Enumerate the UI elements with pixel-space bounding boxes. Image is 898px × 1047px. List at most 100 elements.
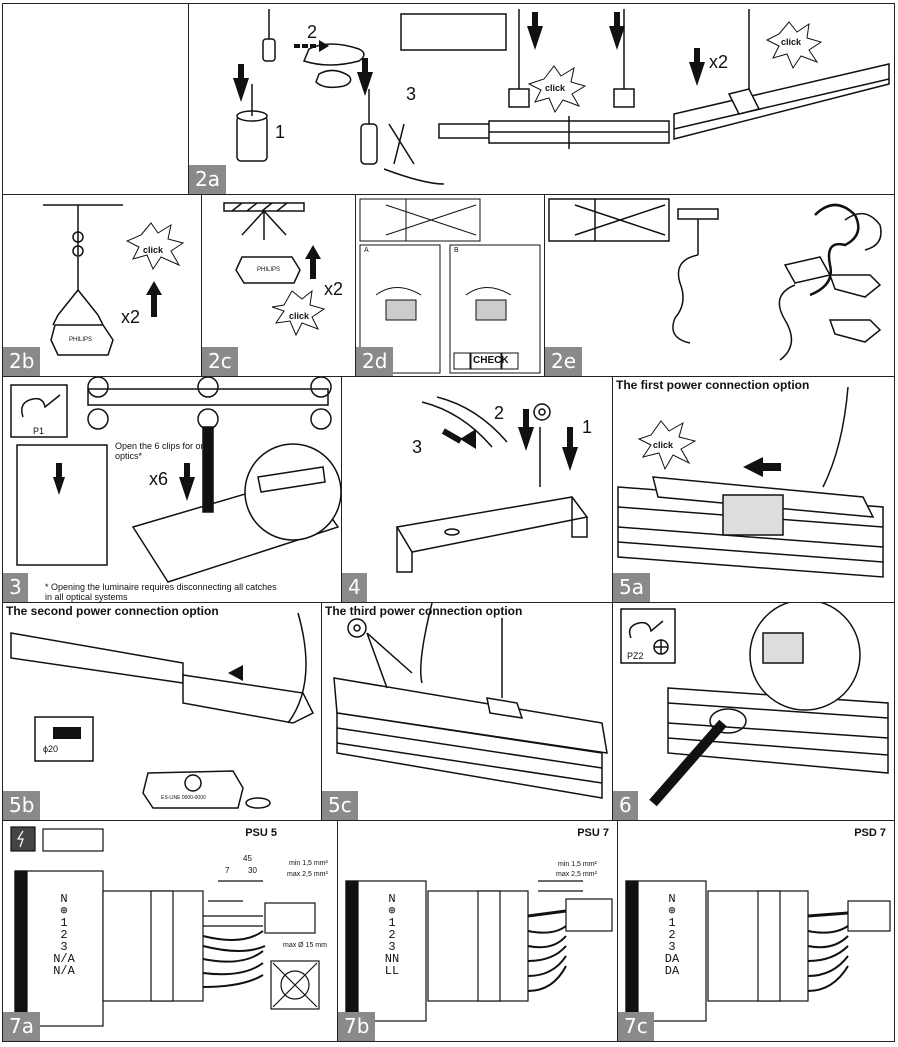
terminal-label: 2: [60, 928, 68, 942]
illustration-ceiling-mount: [223, 202, 326, 337]
illustration-first-connection: [617, 386, 884, 578]
panel-title: The first power connection option: [616, 378, 810, 392]
panel-4: 1 2 3 4: [341, 376, 613, 603]
step-label: 4: [342, 573, 367, 602]
panel-5c: The third power connection option 5c: [321, 602, 613, 821]
dim-strip: 7: [225, 866, 230, 875]
panel-2c: click x2 PHILIPS 2c: [201, 194, 356, 377]
x6-label: x6: [149, 469, 169, 489]
x2-label: x2: [121, 307, 141, 327]
step-label: 2b: [3, 347, 41, 376]
step-label: 2d: [356, 347, 394, 376]
illustration-chain-hook: [43, 204, 185, 356]
wiring-diagram-7a: [10, 826, 320, 1027]
wiring-diagram-7c: [625, 880, 891, 1022]
click-label: click: [545, 83, 566, 93]
terminal-label: N/A: [53, 952, 75, 966]
panel-2d: A B CHECK 2d: [355, 194, 545, 377]
step-label: 2a: [189, 165, 226, 194]
panel-7b: PSU 7 N ⊕ 1 2 3 NN LL min 1,5 mm² max 2,…: [337, 820, 618, 1042]
step-label: 5a: [613, 573, 650, 602]
terminal-label: DA: [664, 952, 680, 966]
terminal-label: 3: [60, 940, 68, 954]
dim-total: 45: [243, 854, 252, 863]
terminal-list: N ⊕ 1 2 3 N/A N/A: [29, 893, 99, 977]
drill-size: ϕ20: [43, 744, 59, 754]
panel-7c: PSD 7 N ⊕ 1 2 3 DA DA 7c: [617, 820, 895, 1042]
illustration-third-connection: [333, 603, 608, 799]
illustration-second-connection: [10, 612, 315, 809]
step-number-3: 3: [412, 437, 423, 457]
terminal-label: N: [668, 892, 676, 906]
step-label: 2c: [202, 347, 238, 376]
panel-title: The second power connection option: [6, 604, 219, 618]
illustration-cable-entry: [395, 396, 589, 573]
x2-label: x2: [324, 279, 344, 299]
click-label: click: [143, 245, 164, 255]
step-label: 2e: [545, 347, 583, 376]
step-label: 7b: [338, 1012, 376, 1041]
terminal-label: ⊕: [388, 904, 396, 918]
cable-max: max Ø 15 mm: [283, 942, 327, 949]
panel-blank: [2, 3, 189, 195]
terminal-label: N/A: [53, 964, 75, 978]
x2-label: x2: [709, 52, 729, 72]
illustration-suspension-connection: [233, 9, 890, 185]
terminal-label: 2: [388, 928, 396, 942]
panel-2a: 2 1 3 x2 click click 2a: [188, 3, 895, 195]
subfig-b-label: B: [454, 247, 459, 254]
step-label: 7a: [3, 1012, 40, 1041]
panel-5a: The first power connection option click …: [612, 376, 895, 603]
click-label: click: [781, 37, 802, 47]
illustration-fix-cover: [620, 603, 889, 807]
psd-label: PSD 7: [854, 827, 886, 839]
terminal-label: DA: [664, 964, 680, 978]
terminal-label: 2: [668, 928, 676, 942]
click-label: click: [289, 311, 310, 321]
illustration-s-hooks: [548, 198, 882, 361]
terminal-list: N ⊕ 1 2 3 DA DA: [640, 893, 704, 977]
housing-text: ES-LINE 0000-0000: [161, 795, 206, 801]
terminal-label: N: [388, 892, 396, 906]
panel-2e: 2e: [544, 194, 895, 377]
panel-3: P1 Open the 6 clips for one optics* x6 *…: [2, 376, 342, 603]
step-number-2: 2: [307, 22, 318, 42]
step-label: 6: [613, 791, 638, 820]
step-label: 3: [3, 573, 28, 602]
panel-title: The third power connection option: [325, 604, 523, 618]
psu-label: PSU 5: [245, 827, 277, 839]
step-label: 5c: [322, 791, 358, 820]
click-label: click: [653, 440, 674, 450]
step-label: 7c: [618, 1012, 654, 1041]
terminal-label: 3: [668, 940, 676, 954]
step-number-3: 3: [406, 84, 417, 104]
terminal-label: ⊕: [60, 904, 68, 918]
panel-2b: click x2 PHILIPS 2b: [2, 194, 202, 377]
terminal-label: NN: [384, 952, 400, 966]
step-label: 5b: [3, 791, 41, 820]
check-label: CHECK: [473, 355, 509, 366]
footnote: * Opening the luminaire requires disconn…: [45, 582, 277, 602]
subfig-a-label: A: [364, 247, 369, 254]
step-number-2: 2: [494, 403, 505, 423]
wire-max: max 2,5 mm²: [287, 871, 328, 878]
wire-min: min 1,5 mm²: [289, 860, 328, 867]
brand-label: PHILIPS: [69, 337, 93, 343]
panel-5b: The second power connection option ϕ20 E…: [2, 602, 322, 821]
step-number-1: 1: [275, 122, 286, 142]
step-number-1: 1: [582, 417, 593, 437]
brand-label: PHILIPS: [257, 267, 281, 273]
terminal-label: 1: [668, 916, 676, 930]
panel-6: PZ2 6: [612, 602, 895, 821]
terminal-label: 3: [388, 940, 396, 954]
tool-label: PZ2: [627, 651, 644, 661]
panel-7a: PSU 5 N ⊕ 1 2 3 N/A N/A 45 7 30 min 1,5 …: [2, 820, 338, 1042]
terminal-label: LL: [384, 964, 400, 978]
clips-note: Open the 6 clips for one optics*: [115, 441, 211, 461]
terminal-label: N: [60, 892, 68, 906]
dim-insulation: 30: [248, 866, 257, 875]
terminal-label: 1: [388, 916, 396, 930]
terminal-label: ⊕: [668, 904, 676, 918]
wire-max: max 2,5 mm²: [556, 871, 597, 878]
psu-label: PSU 7: [577, 827, 609, 839]
